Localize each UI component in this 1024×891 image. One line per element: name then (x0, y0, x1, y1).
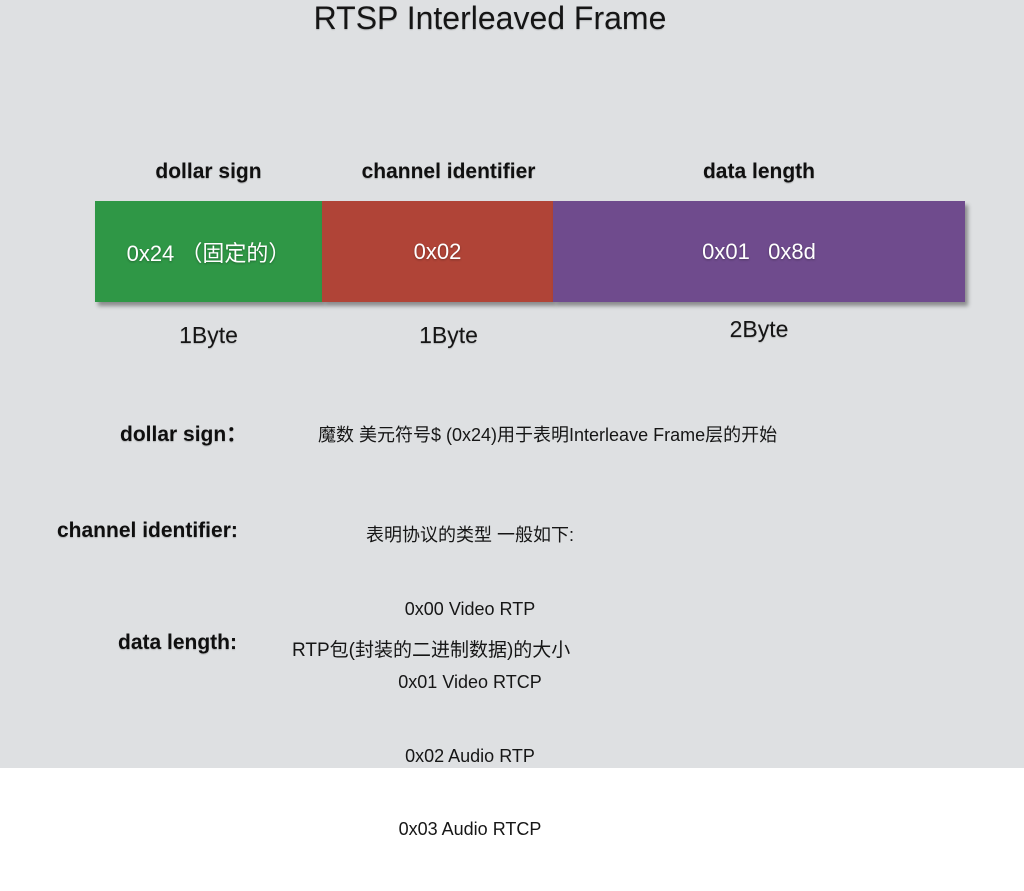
note-desc-data-length: RTP包(封装的二进制数据)的大小 (292, 640, 571, 661)
field-value-data-length: 0x01 0x8d (702, 238, 816, 264)
slide-title: RTSP Interleaved Frame (313, 0, 667, 36)
channel-type-line: 0x02 Audio RTP (405, 745, 535, 766)
byte-size-channel-identifier: 1Byte (419, 322, 478, 348)
field-header-data-length: data length (702, 160, 815, 183)
field-header-channel-identifier: channel identifier (361, 160, 536, 183)
channel-type-intro-line: 表明协议的类型 一般如下: (365, 525, 574, 545)
byte-size-dollar-sign: 1Byte (179, 322, 238, 348)
field-box-dollar-sign: 0x24 （固定的） (95, 201, 322, 302)
slide-canvas: RTSP Interleaved Frame dollar sign chann… (0, 0, 1024, 839)
channel-type-line: 0x00 Video RTP (404, 598, 536, 619)
field-header-dollar-sign: dollar sign (155, 160, 262, 183)
channel-type-line: 0x01 Video RTCP (398, 672, 542, 692)
note-term-dollar-sign: dollar sign： (120, 423, 248, 446)
note-desc-dollar-sign: 魔数 美元符号$ (0x24)用于表明Interleave Frame层的开始 (318, 425, 778, 445)
field-value-channel-identifier: 0x02 (413, 238, 462, 264)
field-value-dollar-sign: 0x24 （固定的） (126, 240, 291, 266)
field-box-data-length: 0x01 0x8d (553, 201, 965, 302)
byte-size-data-length: 2Byte (729, 316, 789, 342)
note-term-channel-identifier: channel identifier: (57, 519, 238, 542)
channel-type-line: 0x03 Audio RTCP (398, 819, 542, 839)
note-term-data-length: data length: (118, 631, 237, 654)
field-box-channel-identifier: 0x02 (322, 201, 553, 302)
note-desc-channel-identifier: 表明协议的类型 一般如下: 0x00 Video RTP 0x01 Video … (320, 474, 620, 891)
